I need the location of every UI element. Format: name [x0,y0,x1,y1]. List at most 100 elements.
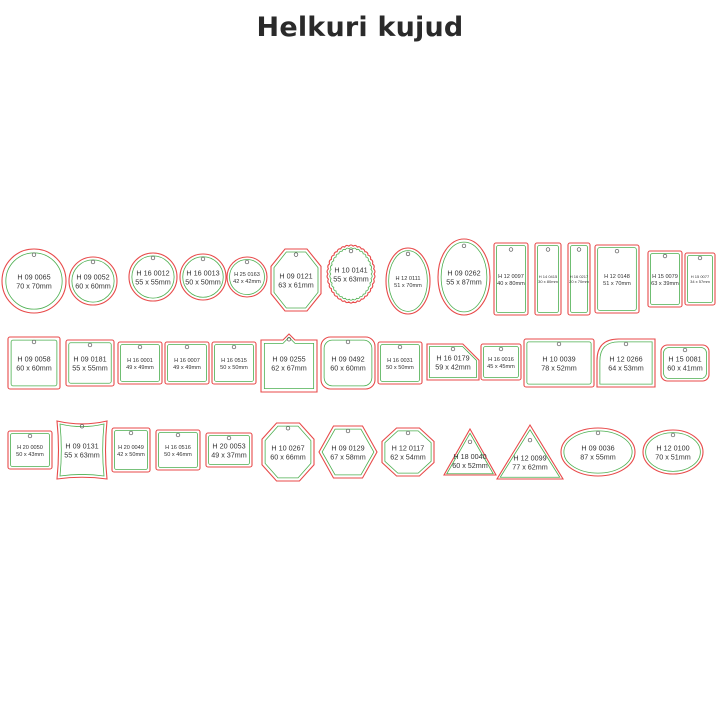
shape-size: 60 x 60mm [16,364,52,373]
shape-code: H 12 0117 [392,444,425,453]
shape-size: 50 x 50mm [185,278,221,287]
shape-size: 50 x 50mm [220,365,248,371]
shape-outline [205,432,253,468]
shape-code: H 16 0179 [436,354,469,363]
shape-cut-line [384,430,432,474]
hanging-hole-icon [345,339,351,345]
shape-cut-line [264,425,312,479]
shape-outline [164,341,210,385]
hanging-hole-icon [285,426,291,431]
shape-code: H 09 0121 [279,272,312,281]
shape-size: 50 x 46mm [164,452,192,458]
shape-cut-line [263,336,315,390]
shape-size: 60 x 41mm [667,364,703,373]
shape-code: H 20 0049 [118,445,144,451]
hanging-hole-icon [461,243,467,248]
hanging-hole-icon [31,252,37,257]
hanging-hole-icon [31,339,37,345]
page-title: Helkuri kujud [256,12,464,43]
shape-cut-line [687,255,713,303]
shape-cut-line [499,428,561,478]
hanging-hole-icon [231,344,237,350]
hanging-hole-icon [450,346,456,352]
shape-code: H 20 0050 [17,445,43,451]
shape-outline [117,341,163,385]
shape-size: 55 x 87mm [446,278,482,287]
shape-cut-line [229,259,265,295]
hanging-hole-icon [150,255,156,261]
shape-cut-line [167,344,207,382]
shape-size: 77 x 62mm [512,462,548,471]
shape-outline [155,429,201,471]
shape-code: H 12 0111 [396,276,421,282]
shape-cut-line [380,344,420,382]
shape-code: H 12 0100 [656,444,689,453]
shape-outline [493,242,529,316]
shape-code: H 09 0181 [73,355,106,364]
shape-code: H 15 0077 [691,274,710,279]
shape-cut-line [429,346,477,378]
shape-size: 67 x 58mm [330,453,366,462]
shape-size: 60 x 66mm [270,453,306,462]
shape-size: 30 x 80mm [538,279,558,284]
shape-outline [226,256,268,298]
shape-size: 40 x 80mm [497,281,525,287]
shape-size: 62 x 54mm [390,453,426,462]
hanging-hole-icon [184,344,190,350]
shape-code: H 10 0141 [334,266,367,275]
shape-size: 63 x 39mm [651,281,679,287]
hanging-hole-icon [697,255,703,261]
hanging-hole-icon [498,346,504,352]
shape-cut-line [120,344,160,382]
shape-code: H 16 0217 [570,274,589,279]
hanging-hole-icon [623,341,629,347]
shape-size: 62 x 67mm [271,364,307,373]
shape-code: H 09 0492 [331,355,364,364]
shape-code: H 16 0515 [221,358,247,364]
hanging-hole-icon [682,347,688,353]
hanging-hole-icon [286,337,292,342]
shape-code: H 16 0012 [136,269,169,278]
shape-cut-line [10,433,50,467]
hanging-hole-icon [87,342,93,348]
shape-outline [260,333,318,393]
shape-outline [567,242,591,316]
hanging-hole-icon [397,344,403,350]
shape-code: H 09 0262 [447,269,480,278]
shape-code: H 12 0099 [513,453,546,462]
hanging-hole-icon [79,424,85,429]
shape-cut-line [496,245,526,313]
shape-outline [318,425,378,479]
hanging-hole-icon [128,430,134,436]
hanging-hole-icon [90,259,96,265]
